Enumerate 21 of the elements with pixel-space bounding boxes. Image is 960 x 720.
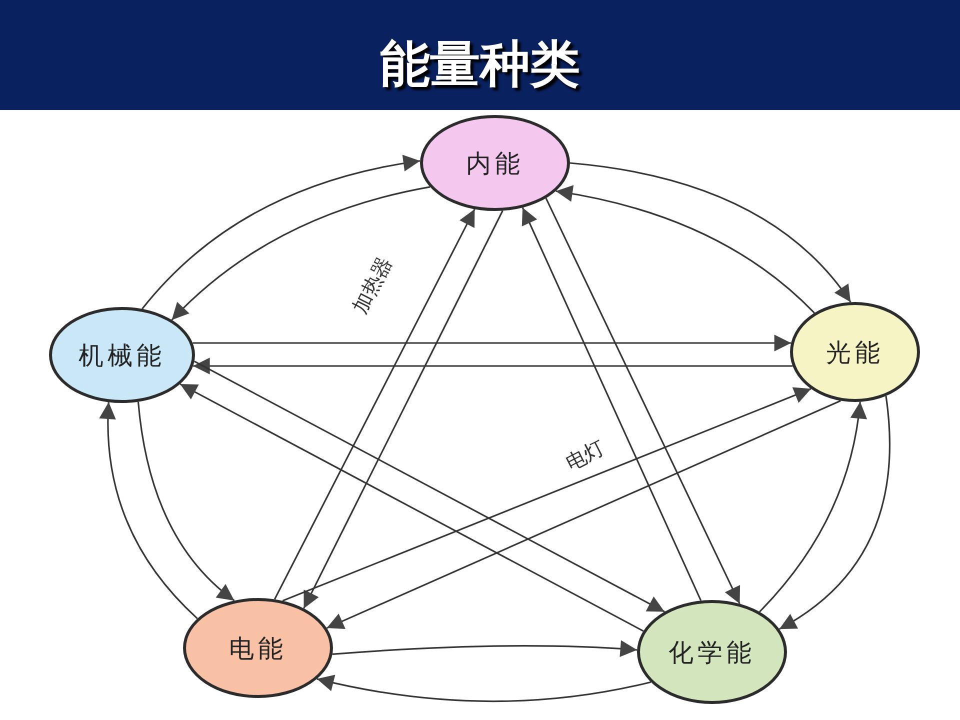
arrow <box>303 210 504 609</box>
arrow <box>180 383 644 632</box>
node-label: 电能 <box>229 632 287 664</box>
arrow <box>758 402 867 612</box>
arrow <box>274 208 476 600</box>
arrow <box>332 640 638 658</box>
arrow <box>316 674 652 702</box>
arrow <box>137 402 235 602</box>
arrow <box>194 360 665 612</box>
arrow <box>570 162 852 303</box>
node-label: 化学能 <box>668 636 756 668</box>
arrow <box>326 400 841 629</box>
arrow <box>192 334 792 352</box>
arrow <box>100 402 198 620</box>
arrow <box>193 358 793 374</box>
arrow <box>142 155 420 310</box>
node-label: 光能 <box>826 336 884 368</box>
arrow <box>556 186 815 314</box>
title: 能量种类 <box>380 35 580 93</box>
node-label: 内能 <box>466 148 524 180</box>
node-label: 机械能 <box>78 340 166 372</box>
